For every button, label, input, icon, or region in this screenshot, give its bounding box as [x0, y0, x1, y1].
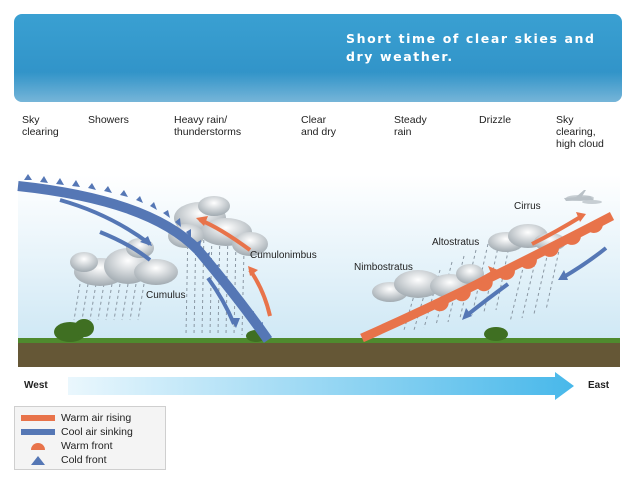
label-cumulus: Cumulus — [146, 290, 186, 301]
label-west: West — [24, 380, 48, 391]
slide-title: Short time of clear skies and dry weathe… — [346, 31, 596, 64]
cool-air-arrow-1 — [59, 198, 152, 246]
label-steady-rain: Steady rain — [394, 114, 427, 138]
shrub-left — [54, 319, 94, 342]
legend-label: Cool air sinking — [61, 426, 133, 438]
label-clear-dry: Clear and dry — [301, 114, 337, 138]
warm-air-symbol-icon — [21, 415, 55, 421]
cumulus-cloud — [70, 238, 178, 286]
warm-air-arrow-4 — [531, 212, 586, 246]
warm-air-arrow-2 — [248, 266, 272, 317]
label-nimbostratus: Nimbostratus — [354, 262, 413, 273]
cool-air-arrow-5 — [558, 246, 608, 280]
nimbostratus-cloud — [372, 264, 484, 302]
label-cumulonimbus: Cumulonimbus — [250, 250, 317, 261]
cold-front-symbol-icon — [31, 456, 45, 465]
label-drizzle: Drizzle — [479, 114, 512, 126]
cool-air-arrow-4 — [462, 282, 510, 320]
legend-label: Cold front — [61, 454, 107, 466]
label-cirrus: Cirrus — [514, 201, 541, 212]
label-east: East — [588, 380, 610, 391]
warm-air-arrow-1 — [196, 216, 252, 252]
title-banner — [14, 14, 622, 102]
cumulus-rain — [73, 283, 145, 321]
ground-texture — [18, 343, 620, 367]
warm-front-symbol-icon — [31, 443, 45, 450]
legend-label: Warm air rising — [61, 412, 132, 424]
label-sky-clearing: Sky clearing — [22, 114, 59, 138]
legend-item-cold-front: Cold front — [15, 454, 165, 466]
label-sky-clearing-high-cloud: Sky clearing, high cloud — [556, 114, 604, 150]
cool-air-arrow-2 — [99, 230, 152, 262]
shrub-right — [484, 327, 508, 341]
label-showers: Showers — [88, 114, 129, 126]
label-altostratus: Altostratus — [432, 237, 480, 248]
cool-air-arrow-3 — [206, 276, 240, 328]
warm-air-arrow-3 — [439, 266, 498, 302]
ground — [18, 343, 620, 367]
legend-label: Warm front — [61, 440, 113, 452]
cool-air-symbol-icon — [21, 429, 55, 435]
legend: Warm air rising Cool air sinking Warm fr… — [14, 406, 166, 470]
airplane-icon — [564, 190, 594, 201]
grass-strip — [18, 338, 620, 344]
direction-arrow — [68, 372, 574, 400]
warm-front — [360, 212, 615, 343]
label-heavy-rain: Heavy rain/ thunderstorms — [174, 114, 242, 138]
legend-item-cool-air-sinking: Cool air sinking — [15, 426, 165, 438]
legend-item-warm-front: Warm front — [15, 440, 165, 452]
legend-item-warm-air-rising: Warm air rising — [15, 412, 165, 424]
cold-front — [17, 174, 273, 343]
